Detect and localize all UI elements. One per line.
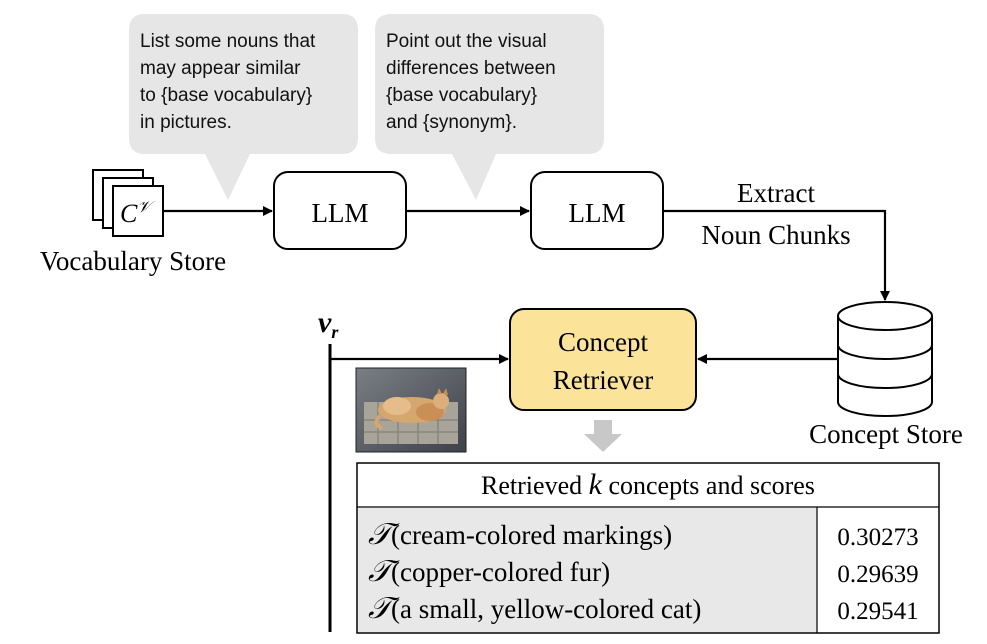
prompt-1-line: List some nouns that xyxy=(140,31,316,52)
prompt-1-text: List some nouns that may appear similar … xyxy=(140,31,321,133)
results-concepts-shade xyxy=(358,508,817,632)
llm-2-label: LLM xyxy=(569,198,626,228)
prompt-2-line: and {synonym}. xyxy=(386,112,517,133)
prompt-2-line: differences between xyxy=(386,58,556,79)
prompt-2-line: {base vocabulary} xyxy=(386,85,537,106)
prompt-2-text: Point out the visual differences between… xyxy=(386,31,561,133)
extract-label-line2: Noun Chunks xyxy=(701,220,850,250)
result-row-concept: 𝒯(cream-colored markings) xyxy=(368,518,672,551)
prompt-1-line: to {base vocabulary} xyxy=(140,85,312,106)
concept-retriever-box: Concept Retriever xyxy=(509,308,697,411)
llm-box-2: LLM xyxy=(530,171,664,250)
prompt-bubble-2: Point out the visual differences between… xyxy=(375,14,604,200)
vr-label: vr xyxy=(318,306,339,342)
prompt-bubble-1: List some nouns that may appear similar … xyxy=(129,14,358,200)
extract-label-line1: Extract xyxy=(737,178,815,208)
prompt-1-line: may appear similar xyxy=(140,58,301,79)
database-cylinder-icon xyxy=(837,301,933,417)
prompt-1-line: in pictures. xyxy=(140,112,232,133)
llm-1-label: LLM xyxy=(312,198,369,228)
result-row-concept: 𝒯(copper-colored fur) xyxy=(368,555,610,588)
result-row-score: 0.29639 xyxy=(837,561,918,588)
prompt-2-line: Point out the visual xyxy=(386,31,547,52)
result-row-score: 0.30273 xyxy=(837,524,918,551)
result-row-score: 0.29541 xyxy=(837,598,918,625)
cat-photo-thumbnail xyxy=(355,367,467,453)
concept-store-label: Concept Store xyxy=(809,419,963,449)
retriever-label-line2: Retriever xyxy=(553,365,653,395)
arrow-llm2-to-concept-store xyxy=(663,209,890,301)
results-header: Retrieved k concepts and scores xyxy=(481,468,815,501)
vocabulary-store-label: Vocabulary Store xyxy=(40,246,226,276)
results-table: Retrieved k concepts and scores 𝒯(cream-… xyxy=(356,462,940,634)
down-arrow-icon xyxy=(584,420,622,452)
vocabulary-store: C𝒱 Vocabulary Store xyxy=(40,169,226,276)
result-row-concept: 𝒯(a small, yellow-colored cat) xyxy=(368,592,701,625)
retriever-label-line1: Concept xyxy=(558,327,648,357)
llm-box-1: LLM xyxy=(273,171,407,250)
